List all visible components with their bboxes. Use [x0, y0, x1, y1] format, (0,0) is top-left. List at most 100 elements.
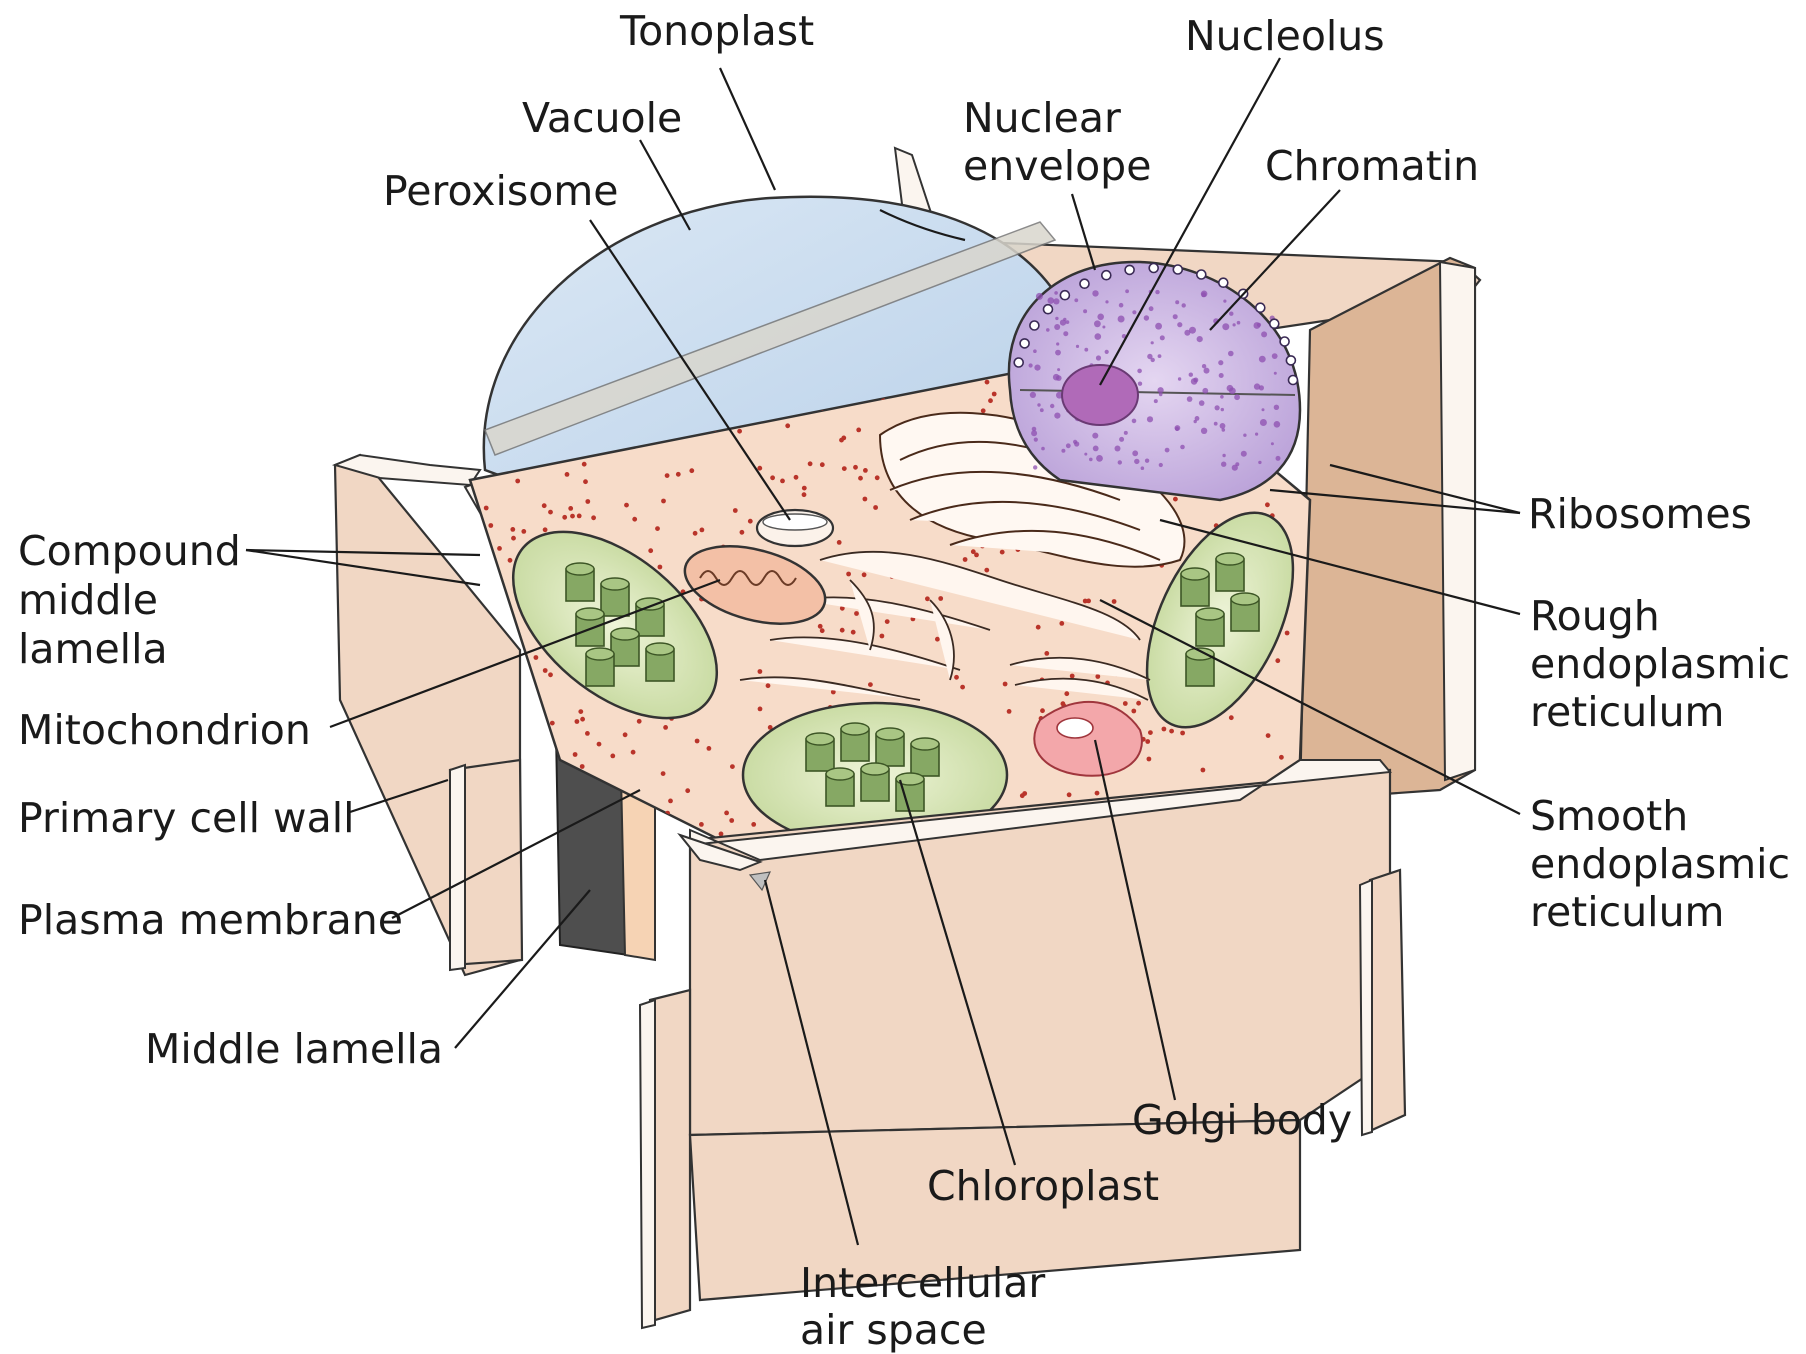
granum-top [576, 608, 604, 620]
label-nuclear-envelope-line1: Nuclear [963, 94, 1121, 142]
ribosome-dot [853, 465, 858, 470]
ribosome-dot [548, 672, 553, 677]
chromatin-speck [1102, 326, 1105, 329]
granum-top [566, 563, 594, 575]
chromatin-speck [1222, 323, 1229, 330]
ribosome-dot [971, 549, 976, 554]
label-tonoplast: Tonoplast [619, 7, 814, 55]
chromatin-speck [1257, 323, 1261, 327]
chromatin-speck [1228, 351, 1234, 357]
ribosome-dot [658, 565, 663, 570]
chromatin-speck [1234, 394, 1240, 400]
ribosome-dot [1145, 739, 1150, 744]
nucleolus [1062, 365, 1138, 425]
chromatin-speck [1220, 423, 1226, 429]
chromatin-speck [1056, 375, 1062, 381]
ribosome-dot [873, 505, 878, 510]
ribosome-dot [663, 725, 668, 730]
ribosome-dot [580, 764, 585, 769]
ribosome-dot [985, 380, 990, 385]
chromatin-speck [1056, 342, 1059, 345]
ribosome-dot [960, 685, 965, 690]
chromatin-speck [1175, 300, 1179, 304]
chromatin-speck [1149, 306, 1154, 311]
ribosome-dot [585, 731, 590, 736]
ribosome-dot [719, 832, 724, 837]
ribosome-dot [577, 514, 582, 519]
chromatin-speck [1261, 331, 1267, 337]
chromatin-speck [1054, 324, 1060, 330]
ribosome-dot [925, 596, 930, 601]
granum-top [646, 643, 674, 655]
ribosome-dot [1285, 631, 1290, 636]
chromatin-speck [1158, 387, 1164, 393]
ribosome-dot [1180, 731, 1185, 736]
chromatin-speck [1223, 300, 1226, 303]
chromatin-speck [1137, 369, 1142, 374]
chromatin-speck [1165, 448, 1170, 453]
ribosome-dot [1044, 651, 1049, 656]
chromatin-speck [1063, 331, 1068, 336]
ribosome-dot [885, 619, 890, 624]
ribosome-dot [740, 530, 745, 535]
ribosome-dot [637, 719, 642, 724]
nuclear-pore [1270, 319, 1279, 328]
chromatin-speck [1094, 320, 1101, 327]
ribosome-dot [1229, 715, 1234, 720]
ribosome-dot [492, 601, 497, 606]
chromatin-speck [1066, 320, 1070, 324]
ribosome-dot [508, 558, 513, 563]
ribosome-dot [534, 655, 539, 660]
chromatin-speck [1195, 416, 1200, 421]
label-compound-middle-lamella-line2: middle [18, 576, 158, 624]
chromatin-speck [1159, 393, 1163, 397]
ribosome-dot [1131, 709, 1136, 714]
ribosome-dot [580, 717, 585, 722]
nuclear-pore [1289, 376, 1298, 385]
ribosome-dot [1059, 621, 1064, 626]
chromatin-speck [1255, 433, 1258, 436]
chromatin-speck [1274, 405, 1279, 410]
ribosome-dot [1112, 599, 1117, 604]
granum-top [1231, 593, 1259, 605]
chromatin-speck [1105, 300, 1108, 303]
chromatin-speck [1054, 291, 1058, 295]
ribosome-dot [785, 423, 790, 428]
granum-top [911, 738, 939, 750]
chromatin-speck [1040, 408, 1044, 412]
chromatin-speck [1154, 399, 1158, 403]
chromatin-speck [1232, 465, 1238, 471]
ribosome-dot [751, 822, 756, 827]
label-chloroplast: Chloroplast [927, 1162, 1159, 1210]
label-smooth-er-line1: Smooth [1530, 792, 1688, 840]
granum-top [806, 733, 834, 745]
ribosome-dot [758, 669, 763, 674]
chromatin-speck [1274, 421, 1281, 428]
ribosome-dot [689, 468, 694, 473]
ribosome-dot [1136, 701, 1141, 706]
chromatin-speck [1151, 341, 1154, 344]
ribosome-dot [729, 818, 734, 823]
ribosome-dot [770, 475, 775, 480]
chromatin-speck [1132, 419, 1137, 424]
chromatin-speck [1096, 455, 1103, 462]
ribosome-dot [868, 682, 873, 687]
ribosome-dot [1173, 497, 1178, 502]
chromatin-speck [1222, 428, 1226, 432]
chromatin-speck [1089, 458, 1093, 462]
ribosome-dot [648, 548, 653, 553]
ribosome-dot [510, 527, 515, 532]
ribosome-dot [1266, 733, 1271, 738]
ribosome-dot [700, 528, 705, 533]
nuclear-pore [1030, 321, 1039, 330]
ribosome-dot [820, 628, 825, 633]
chromatin-speck [1155, 323, 1162, 330]
ribosome-dot [1147, 757, 1152, 762]
ribosome-dot [548, 510, 553, 515]
label-rough-er-line1: Rough [1530, 592, 1660, 640]
chromatin-speck [1276, 456, 1281, 461]
chromatin-speck [1189, 327, 1196, 334]
ribosome-dot [515, 479, 520, 484]
ribosome-dot [780, 479, 785, 484]
